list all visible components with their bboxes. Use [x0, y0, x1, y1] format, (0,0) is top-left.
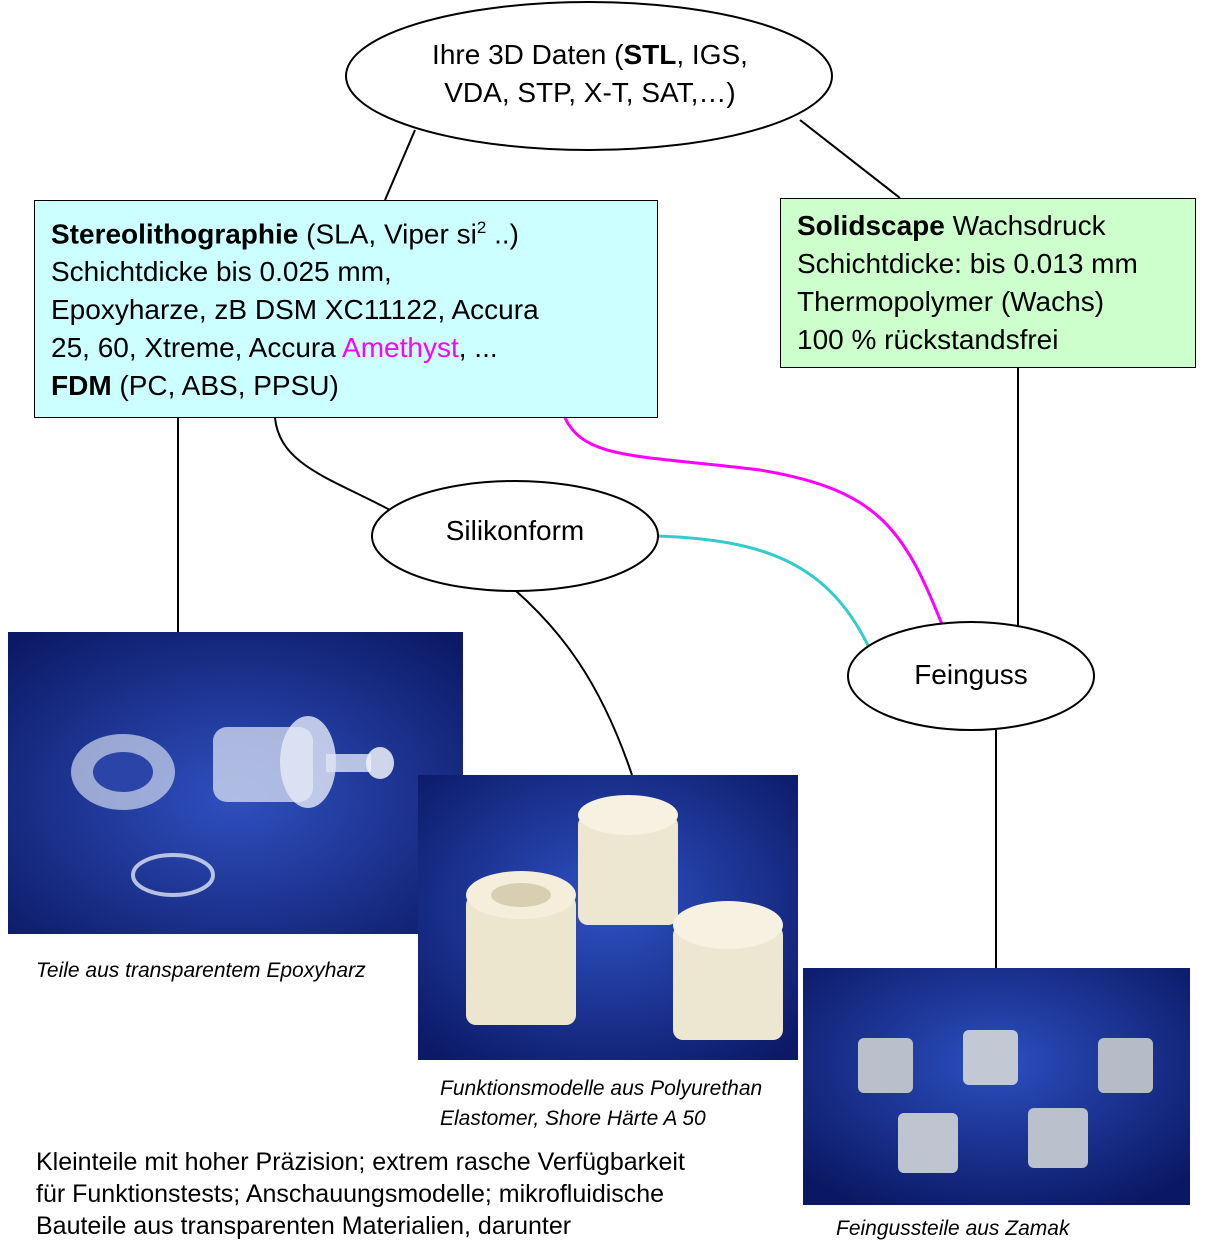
- sla-line4-highlight: Amethyst: [342, 332, 459, 364]
- connector-input-solidscape: [799, 119, 901, 199]
- solidscape-title-bold: Solidscape: [797, 210, 945, 241]
- input-line1-suffix: , IGS,: [676, 39, 748, 70]
- solidscape-title-rest: Wachsdruck: [944, 210, 1106, 241]
- sla-title-sup: 2: [476, 218, 487, 237]
- sla-title-end: ..): [486, 218, 519, 250]
- input-line2: VDA, STP, X-T, SAT,…): [444, 77, 736, 108]
- solidscape-line3: Thermopolymer (Wachs): [797, 286, 1105, 317]
- sla-line4-prefix: 25, 60, Xtreme, Accura: [51, 332, 343, 364]
- feinguss-label: Feinguss: [914, 659, 1028, 690]
- sla-line5-bold: FDM: [51, 370, 112, 402]
- body-text: Kleinteile mit hoher Präzision; extrem r…: [36, 1146, 685, 1242]
- connector-sla-feinguss-magenta: [563, 417, 947, 633]
- connector-silikonform-feinguss-teal: [657, 534, 874, 655]
- input-data-ellipse: [345, 1, 833, 151]
- epoxy-parts-photo: [8, 632, 463, 934]
- polyurethan-parts-photo: [418, 775, 798, 1060]
- solidscape-line2: Schichtdicke: bis 0.013 mm: [797, 248, 1138, 279]
- feinguss-ellipse: [847, 621, 1095, 731]
- stereolithographie-box: Stereolithographie (SLA, Viper si2 ..) S…: [34, 200, 658, 418]
- sla-line4-suffix: , ...: [458, 332, 498, 364]
- input-line1-prefix: Ihre 3D Daten (: [432, 39, 624, 70]
- body-text-line2: für Funktionstests; Anschauungsmodelle; …: [36, 1180, 665, 1208]
- connector-silikonform-polyurethan-photo: [514, 589, 633, 776]
- silikonform-label: Silikonform: [445, 515, 585, 546]
- caption-polyurethan-line1: Funktionsmodelle aus Polyurethan: [440, 1077, 763, 1100]
- silikonform-ellipse: [371, 480, 659, 592]
- caption-epoxy: Teile aus transparentem Epoxyharz: [36, 959, 366, 982]
- sla-title-rest: (SLA, Viper si: [298, 218, 477, 250]
- sla-title-bold: Stereolithographie: [51, 218, 299, 250]
- caption-polyurethan: Funktionsmodelle aus Polyurethan Elastom…: [440, 1074, 762, 1134]
- connector-sla-silikonform: [274, 417, 391, 511]
- sla-line5-rest: (PC, ABS, PPSU): [111, 370, 339, 402]
- caption-zamak: Feingussteile aus Zamak: [836, 1217, 1070, 1240]
- solidscape-box: Solidscape Wachsdruck Schichtdicke: bis …: [780, 198, 1196, 368]
- sla-line3: Epoxyharze, zB DSM XC11122, Accura: [51, 294, 539, 326]
- body-text-line3: Bauteile aus transparenten Materialien, …: [36, 1212, 572, 1240]
- sla-line2: Schichtdicke bis 0.025 mm,: [51, 256, 392, 288]
- body-text-line1: Kleinteile mit hoher Präzision; extrem r…: [36, 1148, 685, 1176]
- zamak-parts-photo: [803, 968, 1190, 1205]
- connector-input-sla: [384, 129, 416, 201]
- input-data-node: Ihre 3D Daten (STL, IGS, VDA, STP, X-T, …: [380, 36, 800, 112]
- caption-polyurethan-line2: Elastomer, Shore Härte A 50: [440, 1107, 706, 1130]
- solidscape-line4: 100 % rückstandsfrei: [797, 324, 1059, 355]
- input-line1-bold: STL: [623, 39, 677, 70]
